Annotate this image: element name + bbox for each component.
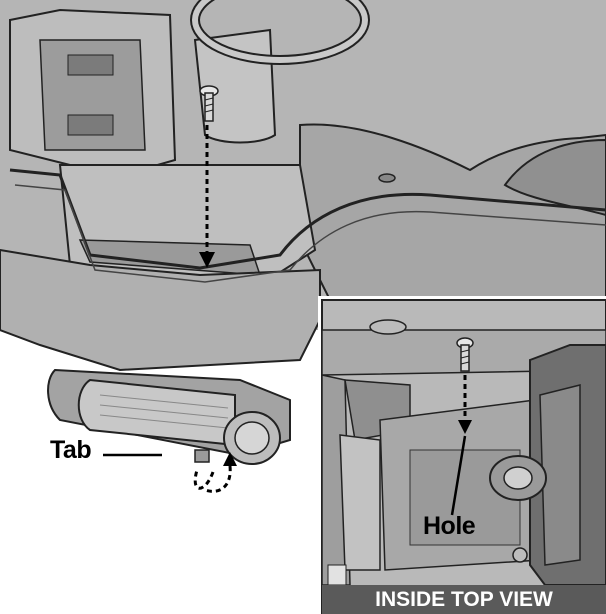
inset-boss xyxy=(369,319,407,335)
body-rim-inner xyxy=(14,184,606,283)
roller-groove xyxy=(99,394,229,409)
tab-label: Tab xyxy=(50,436,92,464)
mounting-boss xyxy=(378,173,396,183)
inset-caption: INSIDE TOP VIEW xyxy=(322,585,606,614)
hole-label: Hole xyxy=(423,512,476,540)
screw-icon xyxy=(199,85,219,122)
screw-icon xyxy=(456,337,474,372)
inset-post xyxy=(339,434,381,571)
front-skirt xyxy=(0,248,321,372)
curved-arrow-icon xyxy=(193,452,237,493)
dash-clip xyxy=(67,54,114,76)
dashed-arrow-down-icon xyxy=(199,125,215,268)
dashed-arrow-down-icon xyxy=(458,375,472,434)
bumper-roller xyxy=(77,378,236,447)
main-view xyxy=(0,0,606,493)
dash-clip xyxy=(67,114,114,136)
steering-wheel-inner xyxy=(192,0,368,63)
inset-right-block-face xyxy=(539,384,581,566)
inset-socket-inner xyxy=(503,466,533,490)
hole-leader-line xyxy=(450,435,467,516)
inset-screw-head xyxy=(512,547,528,563)
roller-groove xyxy=(99,414,229,429)
rear-side-panel xyxy=(503,138,606,217)
roller-groove xyxy=(99,404,229,419)
inset-view xyxy=(318,296,606,614)
tab-nub xyxy=(194,449,210,463)
roller-end-cap-inner xyxy=(234,421,270,455)
dashboard-recess xyxy=(39,39,146,151)
body-rim xyxy=(9,168,606,270)
inset-clip xyxy=(327,564,347,586)
